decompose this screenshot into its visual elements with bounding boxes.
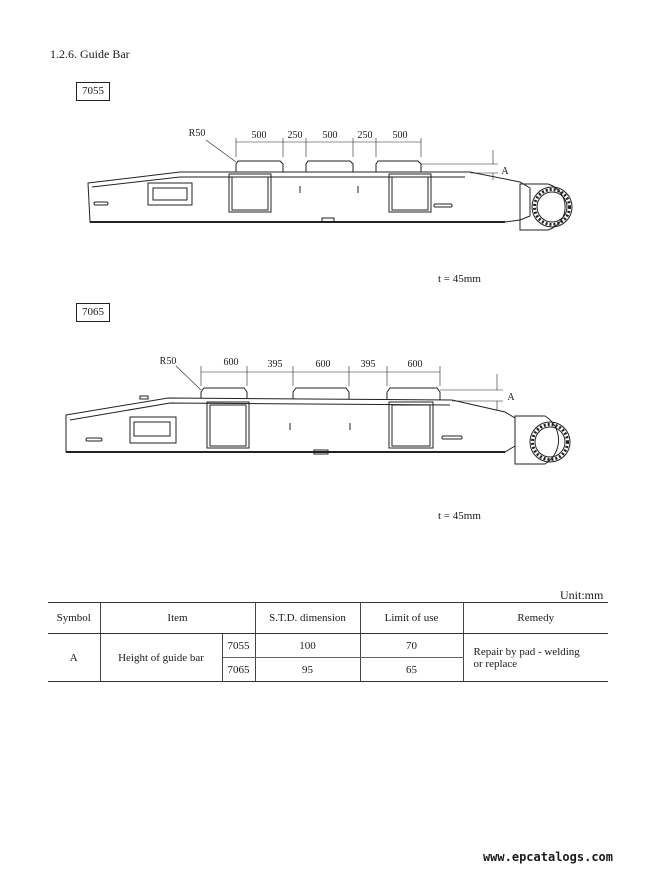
dim-label: 250 xyxy=(358,130,373,141)
unit-label: Unit:mm xyxy=(560,588,604,602)
dim-label: 600 xyxy=(316,359,331,370)
header-remedy: Remedy xyxy=(462,602,608,634)
remedy-line: Repair by pad - welding xyxy=(473,645,580,658)
guide-bar-drawing-7055 xyxy=(87,138,573,231)
item-cell: Height of guide bar xyxy=(99,633,223,682)
dim-label: 395 xyxy=(268,359,283,370)
dim-label: 500 xyxy=(323,130,338,141)
limit-cell: 65 xyxy=(359,657,464,682)
dim-label: 600 xyxy=(408,359,423,370)
point-label: A xyxy=(501,166,509,177)
thickness-label: t = 45mm xyxy=(438,273,481,285)
guide-bar-drawings: R50 500 250 500 250 500 A R50 600 395 60… xyxy=(65,128,573,465)
spec-table: Symbol Item S.T.D. dimension Limit of us… xyxy=(48,602,608,682)
header-limit: Limit of use xyxy=(359,602,464,634)
dim-label: 500 xyxy=(252,130,267,141)
point-label: A xyxy=(507,392,515,403)
footer-url: www.epcatalogs.com xyxy=(482,850,613,864)
std-cell: 95 xyxy=(254,657,361,682)
model-cell: 7065 xyxy=(222,657,256,682)
radius-label: R50 xyxy=(160,356,177,367)
model-cell: 7055 xyxy=(221,633,256,658)
radius-label: R50 xyxy=(189,128,206,139)
table-row: A Height of guide bar 7055 100 70 Repair… xyxy=(48,633,608,682)
header-symbol: Symbol xyxy=(48,602,101,634)
dim-label: 500 xyxy=(393,130,408,141)
header-item: Item xyxy=(99,602,256,634)
model-label-7055: 7055 xyxy=(76,82,110,101)
section-title: 1.2.6. Guide Bar xyxy=(50,47,130,61)
limit-cell: 70 xyxy=(359,633,464,658)
dim-label: 395 xyxy=(361,359,376,370)
symbol-cell: A xyxy=(48,633,101,682)
dim-label: 250 xyxy=(288,130,303,141)
model-label-7065: 7065 xyxy=(76,303,110,322)
header-std: S.T.D. dimension xyxy=(254,602,361,634)
guide-bar-drawing-7065 xyxy=(65,365,571,465)
std-cell: 100 xyxy=(254,633,361,658)
table-row: 7065 95 65 xyxy=(48,657,608,682)
table-header-row: Symbol Item S.T.D. dimension Limit of us… xyxy=(48,602,608,634)
thickness-label: t = 45mm xyxy=(438,510,481,522)
dim-label: 600 xyxy=(224,357,239,368)
remedy-cell: Repair by pad - welding or replace xyxy=(462,633,608,682)
remedy-line: or replace xyxy=(473,657,518,670)
